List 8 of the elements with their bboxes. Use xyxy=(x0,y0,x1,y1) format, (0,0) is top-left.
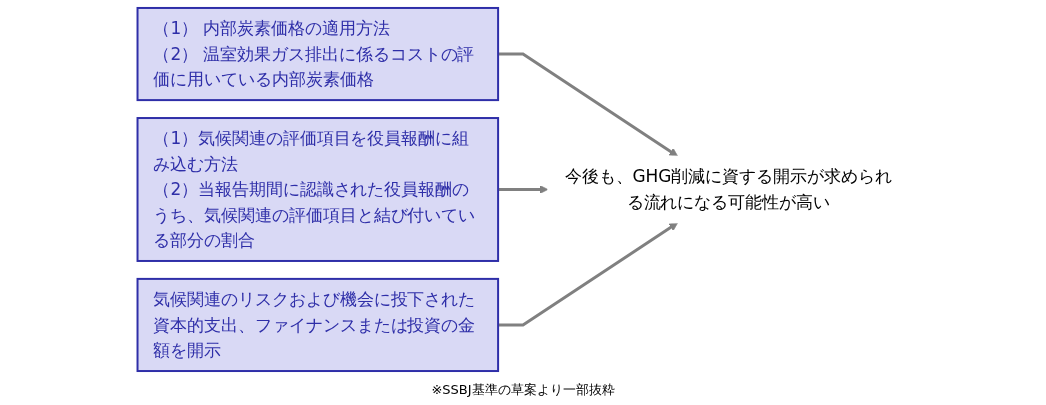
arrow xyxy=(498,185,549,194)
arrow xyxy=(498,222,679,327)
source-note: ※SSBJ基準の草案より一部抜粋 xyxy=(431,381,615,399)
node-box: 気候関連のリスクおよび機会に投下された資本的支出、ファイナンスまたは投資の金額を開示 xyxy=(136,277,500,373)
node-box: （1）気候関連の評価項目を役員報酬に組み込む方法 （2）当報告期間に認識された役員報酬のうち、気候関連の評価項目と結び付いている部分の割合 xyxy=(136,117,500,262)
node-text: 今後も、GHG削減に資する開示が求められる流れになる可能性が高い xyxy=(564,166,892,212)
arrow xyxy=(498,52,679,157)
node-box: （1） 内部炭素価格の適用方法 （2） 温室効果ガス排出に係るコストの評価に用いている内部炭素価格 xyxy=(136,6,500,102)
